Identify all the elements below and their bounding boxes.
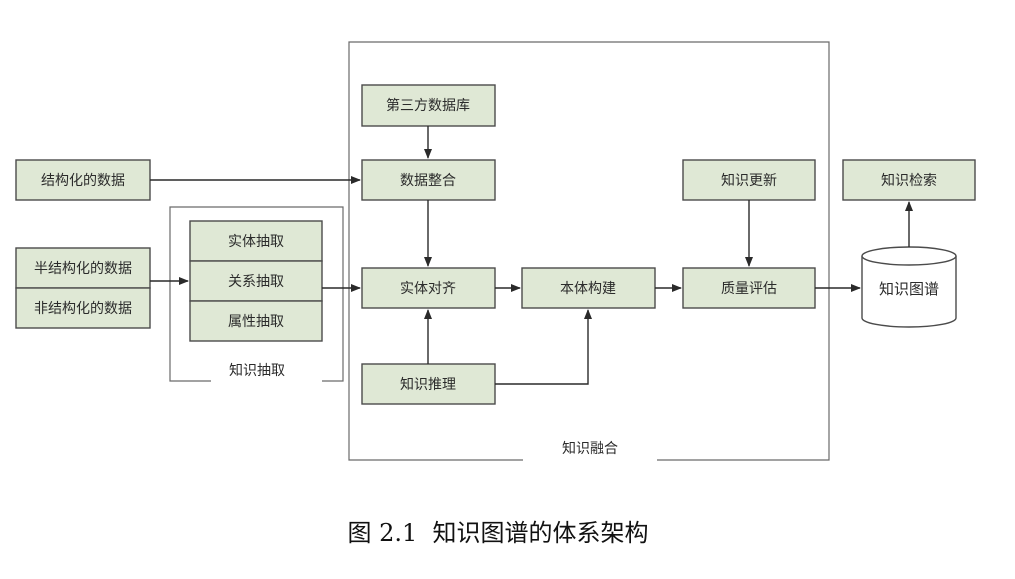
quality-assessment-label: 质量评估	[721, 281, 777, 297]
knowledge-update-label: 知识更新	[721, 172, 777, 189]
knowledge-fusion-frame	[348, 41, 830, 461]
knowledge-reasoning-box: 知识推理	[361, 363, 496, 405]
semi-structured-data-box: 半结构化的数据	[15, 247, 151, 289]
knowledge-extraction-frame	[169, 206, 344, 382]
entity-extraction-box: 实体抽取	[189, 220, 323, 262]
relation-extraction-label: 关系抽取	[228, 274, 284, 290]
knowledge-retrieval-label: 知识检索	[881, 172, 937, 189]
attribute-extraction-label: 属性抽取	[228, 314, 284, 330]
structured-data-label: 结构化的数据	[41, 173, 125, 189]
data-integration-label: 数据整合	[400, 173, 456, 189]
entity-alignment-label: 实体对齐	[400, 281, 456, 297]
data-integration-box: 数据整合	[361, 159, 496, 201]
arrow-reasoning-to-ontology	[495, 309, 592, 385]
unstructured-data-label: 非结构化的数据	[34, 301, 132, 317]
relation-extraction-box: 关系抽取	[189, 260, 323, 302]
figure-caption: 图 2.1 知识图谱的体系架构	[347, 519, 648, 547]
semi-structured-data-label: 半结构化的数据	[34, 261, 132, 277]
attribute-extraction-box: 属性抽取	[189, 300, 323, 342]
knowledge-fusion-label: 知识融合	[562, 440, 618, 457]
third-party-db-box: 第三方数据库	[361, 84, 496, 127]
knowledge-graph-database: 知识图谱	[861, 246, 957, 328]
structured-data-box: 结构化的数据	[15, 159, 151, 201]
knowledge-extraction-label: 知识抽取	[229, 362, 285, 379]
knowledge-graph-label: 知识图谱	[879, 280, 939, 298]
entity-extraction-label: 实体抽取	[228, 234, 284, 250]
knowledge-retrieval-box: 知识检索	[842, 159, 976, 201]
quality-assessment-box: 质量评估	[682, 267, 816, 309]
ontology-construction-label: 本体构建	[560, 281, 616, 297]
ontology-construction-box: 本体构建	[521, 267, 656, 309]
entity-alignment-box: 实体对齐	[361, 267, 496, 309]
unstructured-data-box: 非结构化的数据	[15, 287, 151, 329]
knowledge-reasoning-label: 知识推理	[400, 376, 456, 393]
knowledge-update-box: 知识更新	[682, 159, 816, 201]
third-party-db-label: 第三方数据库	[386, 97, 470, 114]
